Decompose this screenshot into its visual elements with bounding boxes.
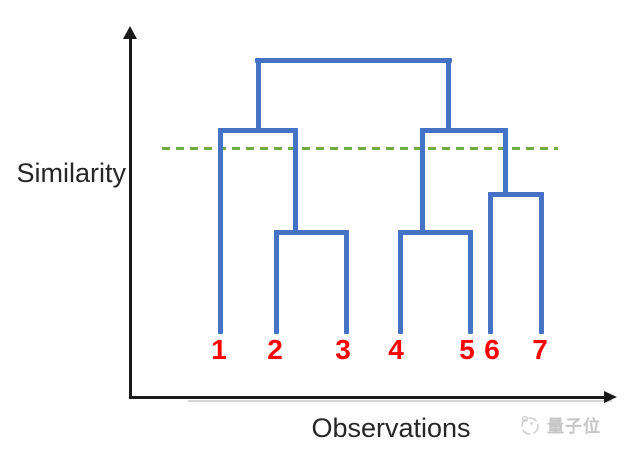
- dendrogram-segment-leaf-7: [538, 191, 544, 334]
- dendrogram-segment-cluster-23-bar: [273, 229, 349, 235]
- leaf-label-4: 4: [388, 334, 404, 365]
- leaf-label-6: 6: [484, 334, 500, 365]
- dendrogram-segment-cluster-67-bar: [487, 191, 544, 197]
- x-axis-shadow: [188, 400, 612, 402]
- dendrogram-segment-leaf-4: [397, 229, 403, 334]
- dendrogram-segment-leaf-1: [217, 127, 223, 334]
- leaf-label-1: 1: [211, 334, 227, 365]
- dendrogram-segment-leaf-3: [343, 229, 349, 334]
- y-axis-line: [129, 36, 132, 398]
- leaf-label-7: 7: [532, 334, 548, 365]
- dendrogram-segment-cluster-45-drop: [419, 127, 425, 235]
- dendrogram-segment-root-left-drop: [255, 57, 261, 133]
- leaf-label-5: 5: [459, 334, 475, 365]
- leaf-label-2: 2: [267, 334, 283, 365]
- qbitai-watermark: 量子位: [518, 412, 601, 437]
- dendrogram-segment-leaf-6: [487, 191, 493, 334]
- dendrogram-segment-cluster-123-bar: [217, 127, 298, 133]
- dendrogram-segment-cluster-45-bar: [397, 229, 473, 235]
- y-axis-arrow-icon: [123, 26, 137, 39]
- leaf-label-3: 3: [335, 334, 351, 365]
- dendrogram-segment-cluster-4567-bar: [419, 127, 508, 133]
- qbitai-logo-icon: [521, 415, 539, 435]
- dendrogram-segment-root-top: [254, 57, 452, 63]
- dendrogram-segment-leaf-5: [467, 229, 473, 334]
- dendrogram-segment-cluster-23-drop: [292, 127, 298, 235]
- x-axis-arrow-icon: [604, 391, 617, 403]
- observations-axis-label: Observations: [311, 413, 471, 443]
- dendrogram-segment-root-right-drop: [445, 57, 451, 133]
- qbitai-watermark-text: 量子位: [547, 417, 601, 436]
- similarity-axis-label: Similarity: [16, 158, 126, 188]
- dendrogram-segment-leaf-2: [273, 229, 279, 334]
- x-axis-line: [129, 396, 606, 399]
- dendrogram-segment-cluster-67-drop: [502, 127, 508, 197]
- similarity-threshold-line: [162, 146, 558, 150]
